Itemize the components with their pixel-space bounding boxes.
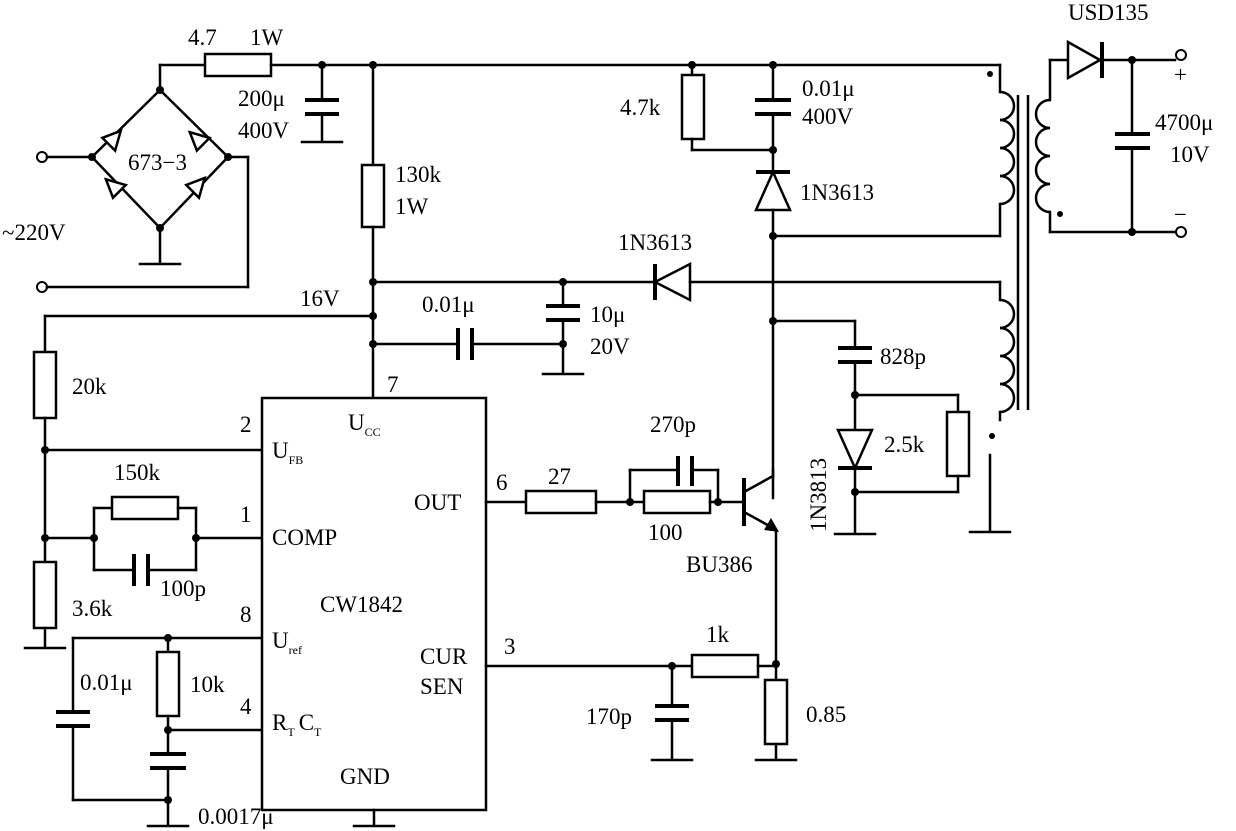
ic-gnd-label: GND [340, 764, 390, 789]
start-resistor-value: 130k [395, 162, 442, 187]
snubber-cap-voltage: 400V [802, 104, 854, 129]
base-resistor-value: 100 [648, 520, 683, 545]
clamp-cap-value: 828p [880, 344, 926, 369]
snubber-diode-label: 1N3613 [800, 180, 874, 205]
output-cap-voltage: 10V [1170, 142, 1210, 167]
comp-resistor-value: 150k [114, 460, 161, 485]
start-resistor-power: 1W [395, 194, 429, 219]
fb-bottom-resistor [32, 560, 58, 630]
comp-resistor [110, 495, 180, 521]
sense-filter-resistor-value: 1k [706, 622, 730, 647]
start-resistor [360, 63, 386, 400]
bridge-label: 673−3 [128, 150, 187, 175]
ic-cur-label: CUR [420, 644, 468, 669]
ac-voltage-label: ~220V [2, 220, 66, 245]
clamp-resistor-value: 2.5k [884, 432, 925, 457]
ic-pin1: 1 [240, 502, 252, 527]
vcc-label: 16V [300, 286, 340, 311]
snubber-cap-value: 0.01μ [802, 76, 855, 101]
ic-pin6: 6 [496, 470, 508, 495]
top-rail [158, 52, 1002, 92]
speedup-cap-value: 270p [650, 412, 696, 437]
fb-bottom-resistor-value: 3.6k [72, 596, 113, 621]
ic-pin2: 2 [240, 412, 252, 437]
current-sense [484, 653, 798, 762]
series-resistor-value: 27 [548, 464, 571, 489]
output-minus: − [1174, 202, 1187, 227]
input-resistor-value: 4.7 [188, 25, 217, 50]
bridge-rectifier [88, 86, 232, 266]
ic-pin4: 4 [240, 694, 252, 719]
ic-name: CW1842 [320, 592, 403, 617]
output-plus: + [1174, 62, 1187, 87]
input-resistor [203, 52, 273, 78]
aux-diode [652, 261, 692, 303]
rt-resistor [155, 650, 181, 718]
sense-resistor [763, 678, 789, 746]
timing-network [56, 634, 264, 828]
sense-filter-cap-value: 170p [586, 704, 632, 729]
fb-top-resistor [32, 350, 58, 420]
series-resistor [524, 489, 598, 515]
vcc-small-cap: 0.01μ [422, 292, 475, 317]
snubber-network [680, 63, 792, 500]
clamp-diode [836, 428, 874, 472]
ic-cw1842 [260, 396, 488, 828]
ic-sen-label: SEN [420, 674, 464, 699]
transformer [771, 58, 1063, 534]
ic-ufb-label: UFB [272, 438, 303, 467]
snubber-diode [754, 168, 792, 212]
bulk-cap-value: 200μ [238, 86, 285, 111]
base-resistor [642, 489, 712, 515]
sense-resistor-value: 0.85 [806, 702, 846, 727]
vcc-big-cap-voltage: 20V [590, 334, 630, 359]
output-stage [1048, 39, 1187, 238]
comp-cap-value: 100p [160, 576, 206, 601]
snubber-resistor-value: 4.7k [620, 95, 661, 120]
vcc-big-cap-value: 10μ [590, 302, 625, 327]
ic-uref-label: Uref [272, 628, 302, 657]
sense-filter-resistor [690, 653, 760, 679]
power-transistor [742, 468, 779, 666]
aux-diode-label: 1N3613 [618, 230, 692, 255]
ic-pin3: 3 [504, 634, 516, 659]
clamp-resistor [945, 410, 971, 478]
rt-value: 10k [190, 672, 225, 697]
bulk-cap-voltage: 400V [238, 118, 290, 143]
gate-drive [484, 456, 744, 515]
ic-comp-label: COMP [272, 525, 337, 550]
clamp-diode-label: 1N3813 [806, 458, 831, 532]
snubber-resistor [680, 73, 706, 141]
bulk-capacitor [300, 63, 344, 144]
aux-supply [371, 261, 1002, 376]
ref-cap-value: 0.01μ [80, 670, 133, 695]
output-cap-value: 4700μ [1155, 110, 1213, 135]
ic-pin8: 8 [240, 602, 252, 627]
output-diode-label: USD135 [1068, 0, 1149, 25]
feedback-network [23, 314, 375, 650]
ic-out-label: OUT [414, 490, 461, 515]
output-diode [1066, 39, 1103, 81]
ic-pin7: 7 [387, 372, 399, 397]
clamp-network [771, 319, 971, 536]
input-resistor-power: 1W [250, 25, 284, 50]
transistor-label: BU386 [686, 552, 752, 577]
ic-ucc-label: UCC [348, 410, 381, 439]
fb-top-resistor-value: 20k [72, 374, 107, 399]
